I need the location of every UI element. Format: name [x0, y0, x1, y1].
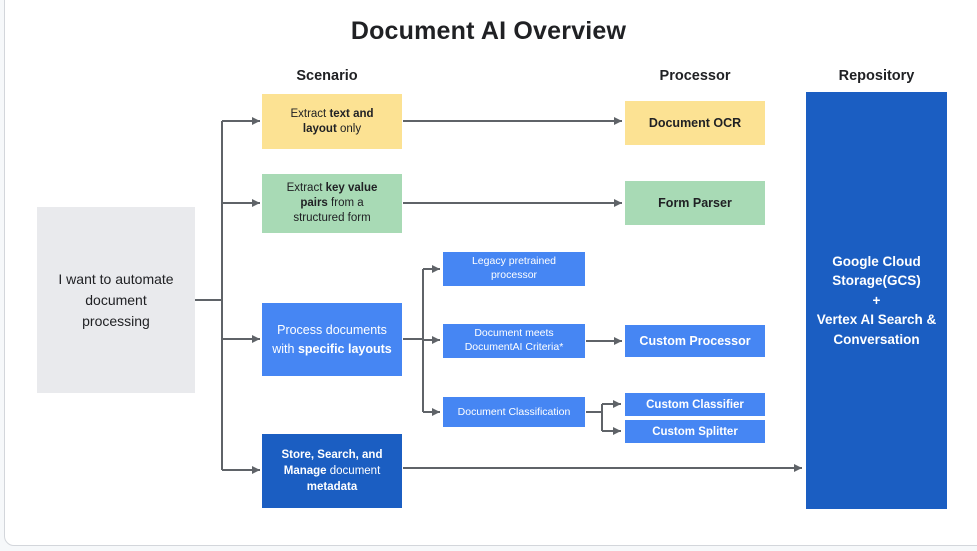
branch-legacy-pretrained-box: Legacy pretrained processor	[443, 252, 585, 286]
intent-line: processing	[82, 312, 150, 329]
intent-box: I want to automate document processing	[37, 207, 195, 393]
repository-box: Google Cloud Storage(GCS) + Vertex AI Se…	[806, 92, 947, 509]
column-header-repository: Repository	[838, 68, 915, 84]
scenario-specific-layouts-box: Process documents with specific layouts	[262, 303, 402, 376]
processor-custom-processor-box: Custom Processor	[625, 325, 765, 357]
column-header-scenario: Scenario	[296, 68, 358, 84]
processor-custom-classifier-box: Custom Classifier	[625, 393, 765, 416]
processor-document-ocr-box: Document OCR	[625, 101, 765, 145]
column-header-processor: Processor	[659, 68, 731, 84]
scenario-store-search-manage-box: Store, Search, and Manage document metad…	[262, 434, 402, 508]
intent-line: document	[85, 291, 147, 308]
scenario-extract-text-layout-box: Extract text and layout only	[262, 94, 402, 149]
branch-document-classification-box: Document Classification	[443, 397, 585, 427]
processor-form-parser-box: Form Parser	[625, 181, 765, 225]
intent-line: I want to automate	[58, 270, 174, 287]
page-title: Document AI Overview	[350, 17, 627, 45]
scenario-extract-key-value-box: Extract key value pairs from a structure…	[262, 174, 402, 233]
processor-custom-splitter-box: Custom Splitter	[625, 420, 765, 443]
branch-documentai-criteria-box: Document meets DocumentAI Criteria*	[443, 324, 585, 358]
